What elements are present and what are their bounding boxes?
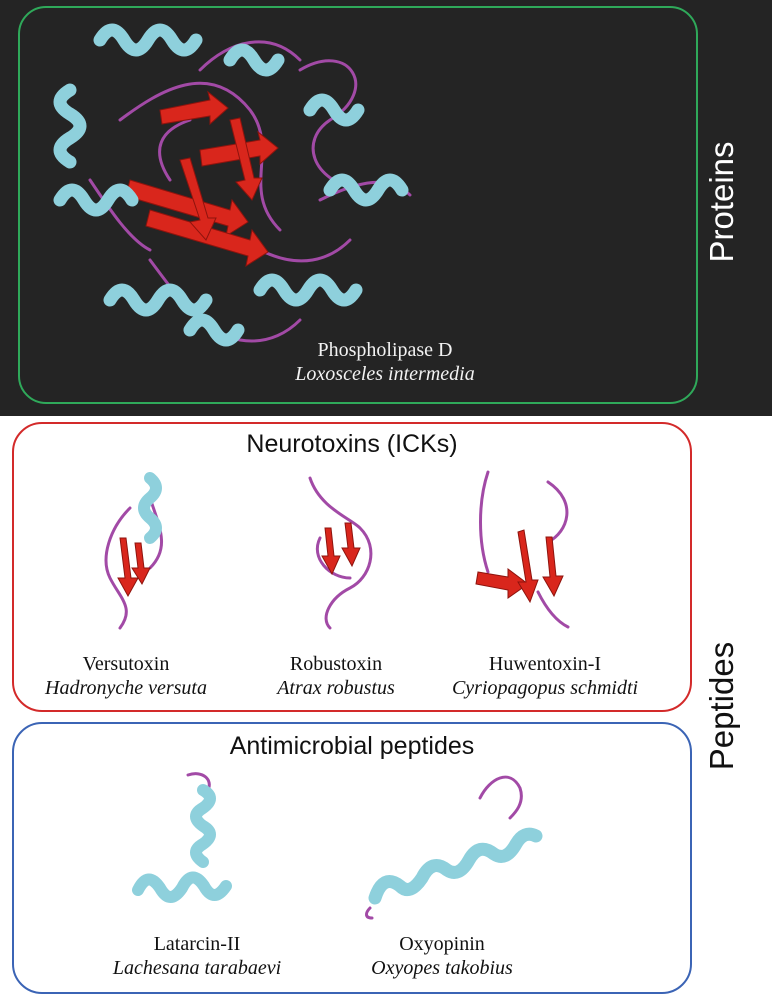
latarcin-species: Lachesana tarabaevi [112, 957, 282, 979]
robustoxin-structure [308, 476, 373, 630]
antimicrobial-box [12, 722, 692, 994]
coil-segment [88, 178, 152, 252]
coil-segment [258, 238, 352, 263]
versutoxin-name: Versutoxin [82, 653, 170, 675]
alpha-helix [183, 313, 245, 347]
latarcin-name: Latarcin-II [153, 933, 241, 955]
beta-strand [179, 157, 217, 241]
robustoxin-caption: Robustoxin Atrax robustus [277, 652, 395, 700]
beta-strand [159, 90, 229, 126]
latarcin-structure [132, 772, 232, 903]
peptides-section-label: Peptides [703, 641, 740, 771]
versutoxin-caption: Versutoxin Hadronyche versuta [45, 652, 207, 700]
oxyopinin-structure [365, 775, 543, 920]
alpha-helix [303, 93, 365, 127]
coil-segment [198, 40, 302, 72]
huwentoxin-structure [475, 470, 570, 629]
protein-name: Phospholipase D [317, 339, 453, 361]
coil-segment [158, 118, 192, 182]
alpha-helix [53, 183, 139, 217]
alpha-helix [103, 283, 213, 317]
proteins-frame [18, 6, 698, 404]
phospholipase-d-caption: Phospholipase D Loxosceles intermedia [295, 338, 474, 386]
versutoxin-structure [104, 472, 164, 630]
huwentoxin-species: Cyriopagopus schmidti [451, 677, 639, 699]
coil-segment [118, 81, 282, 232]
robustoxin-name: Robustoxin [289, 653, 383, 675]
alpha-helix [93, 23, 203, 57]
coil-segment [148, 258, 302, 343]
neurotoxins-box [12, 422, 692, 712]
oxyopinin-caption: Oxyopinin Oxyopes takobius [371, 932, 513, 980]
robustoxin-species: Atrax robustus [277, 677, 395, 699]
huwentoxin-name: Huwentoxin-I [488, 653, 602, 675]
beta-strand [229, 117, 263, 201]
alpha-helix [53, 83, 87, 169]
proteins-section-label: Proteins [703, 141, 740, 263]
neurotoxins-title: Neurotoxins (ICKs) [246, 430, 458, 458]
oxyopinin-name: Oxyopinin [399, 933, 485, 955]
alpha-helix [253, 273, 363, 307]
alpha-helix [323, 173, 409, 207]
antimicrobial-title: Antimicrobial peptides [229, 732, 475, 760]
protein-species: Loxosceles intermedia [295, 363, 475, 385]
latarcin-caption: Latarcin-II Lachesana tarabaevi [113, 932, 281, 980]
versutoxin-species: Hadronyche versuta [45, 677, 207, 699]
oxyopinin-species: Oxyopes takobius [371, 957, 513, 979]
coil-segment [298, 59, 362, 192]
huwentoxin-caption: Huwentoxin-I Cyriopagopus schmidti [452, 652, 638, 700]
proteins-panel: Phospholipase D Loxosceles intermedia Pr… [0, 0, 772, 416]
beta-strand [125, 179, 249, 238]
phospholipase-d-structure [53, 23, 412, 347]
alpha-helix [223, 43, 285, 77]
